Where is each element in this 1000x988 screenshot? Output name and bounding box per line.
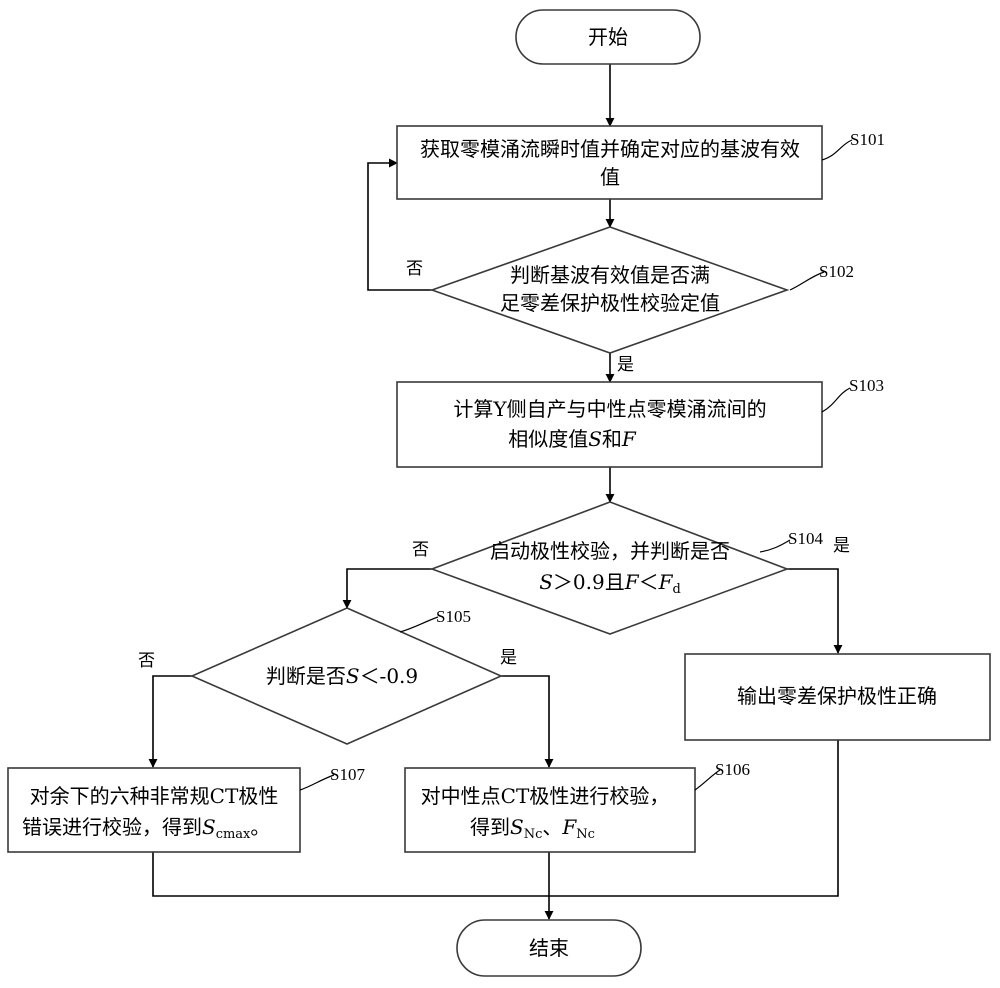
s107-text-line1: 对余下的六种非常规CT极性 bbox=[30, 784, 279, 808]
s104-sub-d: d bbox=[672, 582, 680, 597]
s105-prefix: 判断是否 bbox=[266, 664, 346, 688]
s107-process-box bbox=[7, 767, 301, 853]
s107-end: 。 bbox=[250, 815, 270, 839]
arrow-s104-yes bbox=[787, 568, 843, 654]
s107-step-label: S107 bbox=[330, 765, 365, 784]
s105-decision bbox=[190, 607, 503, 745]
s101-text-line2: 值 bbox=[600, 165, 620, 189]
s106-line2-prefix: 得到 bbox=[470, 815, 510, 839]
s103-callout bbox=[821, 387, 851, 413]
start-terminator bbox=[515, 9, 701, 65]
line-output-merge bbox=[549, 740, 839, 897]
s105-text: 判断是否S＜-0.9 bbox=[266, 664, 418, 688]
s103-line2-prefix: 相似度值 bbox=[508, 427, 588, 451]
s103-text-line2: 相似度值S和F bbox=[508, 427, 637, 451]
s103-step-label: S103 bbox=[849, 376, 884, 395]
s103-and: 和 bbox=[602, 427, 622, 451]
s107-sub: cmax bbox=[216, 827, 251, 842]
s106-sub-nc2: Nc bbox=[576, 827, 595, 842]
s103-text-line1: 计算Y侧自产与中性点零模涌流间的 bbox=[453, 397, 766, 421]
end-terminator bbox=[456, 919, 642, 977]
s107-callout bbox=[299, 774, 335, 791]
s101-text-line1: 获取零模涌流瞬时值并确定对应的基波有效 bbox=[420, 137, 800, 161]
s104-text-line1: 启动极性校验，并判断是否 bbox=[490, 539, 730, 563]
s103-process-box bbox=[396, 381, 823, 468]
output-correct-text: 输出零差保护极性正确 bbox=[737, 684, 937, 708]
arrow-s105-no bbox=[148, 675, 192, 768]
s106-step-label: S106 bbox=[715, 760, 750, 779]
end-label: 结束 bbox=[529, 936, 569, 960]
s103-var-s: S bbox=[588, 427, 602, 451]
s104-cond-a: ＞0.9且 bbox=[553, 570, 625, 594]
s104-decision bbox=[429, 501, 790, 635]
s104-step-label: S104 bbox=[788, 529, 823, 548]
s101-step-label: S101 bbox=[850, 130, 885, 149]
s102-yes-label: 是 bbox=[617, 355, 634, 374]
arrow-s105-yes bbox=[501, 675, 554, 768]
s105-yes-label: 是 bbox=[500, 648, 517, 667]
arrow-s104-no bbox=[342, 568, 432, 609]
s106-sep: 、 bbox=[542, 815, 562, 839]
s106-var-s: S bbox=[510, 815, 524, 839]
s104-var-fd: F bbox=[658, 570, 674, 594]
arrow-s102-no-loop bbox=[367, 158, 432, 291]
s101-process-box bbox=[396, 125, 823, 200]
s105-no-label: 否 bbox=[138, 651, 155, 670]
s107-var-s: S bbox=[202, 815, 216, 839]
s105-var-s: S bbox=[346, 664, 360, 688]
s101-callout bbox=[821, 139, 853, 161]
s106-process-box bbox=[404, 767, 696, 853]
output-correct-box bbox=[684, 653, 991, 741]
s104-no-label: 否 bbox=[412, 540, 429, 559]
s104-lt: ＜ bbox=[639, 570, 659, 594]
s104-var-f: F bbox=[624, 570, 640, 594]
start-label: 开始 bbox=[588, 25, 628, 49]
s106-text-line1: 对中性点CT极性进行校验， bbox=[421, 784, 670, 808]
s104-callout bbox=[759, 539, 791, 553]
s102-callout bbox=[789, 271, 825, 291]
s106-sub-nc1: Nc bbox=[524, 827, 543, 842]
s104-yes-label: 是 bbox=[833, 536, 850, 555]
s103-var-f: F bbox=[621, 427, 637, 451]
s102-decision bbox=[429, 226, 790, 354]
s106-text-line2: 得到SNc、FNc bbox=[470, 815, 595, 842]
line-s107-merge bbox=[152, 852, 549, 897]
s102-text-line2: 足零差保护极性校验定值 bbox=[500, 291, 720, 315]
s107-text-line2: 错误进行校验，得到Scmax。 bbox=[22, 815, 270, 842]
s106-callout bbox=[694, 769, 721, 791]
s106-var-f: F bbox=[561, 815, 577, 839]
s104-text-line2: S＞0.9且F＜Fd bbox=[539, 570, 681, 597]
s105-step-label: S105 bbox=[436, 607, 471, 626]
s102-no-label: 否 bbox=[406, 259, 423, 278]
s105-callout bbox=[399, 616, 439, 633]
s102-text-line1: 判断基波有效值是否满 bbox=[510, 263, 710, 287]
s102-step-label: S102 bbox=[819, 262, 854, 281]
s104-var-s: S bbox=[539, 570, 553, 594]
s105-cond: ＜-0.9 bbox=[360, 664, 419, 688]
s107-line2-prefix: 错误进行校验，得到 bbox=[22, 815, 202, 839]
